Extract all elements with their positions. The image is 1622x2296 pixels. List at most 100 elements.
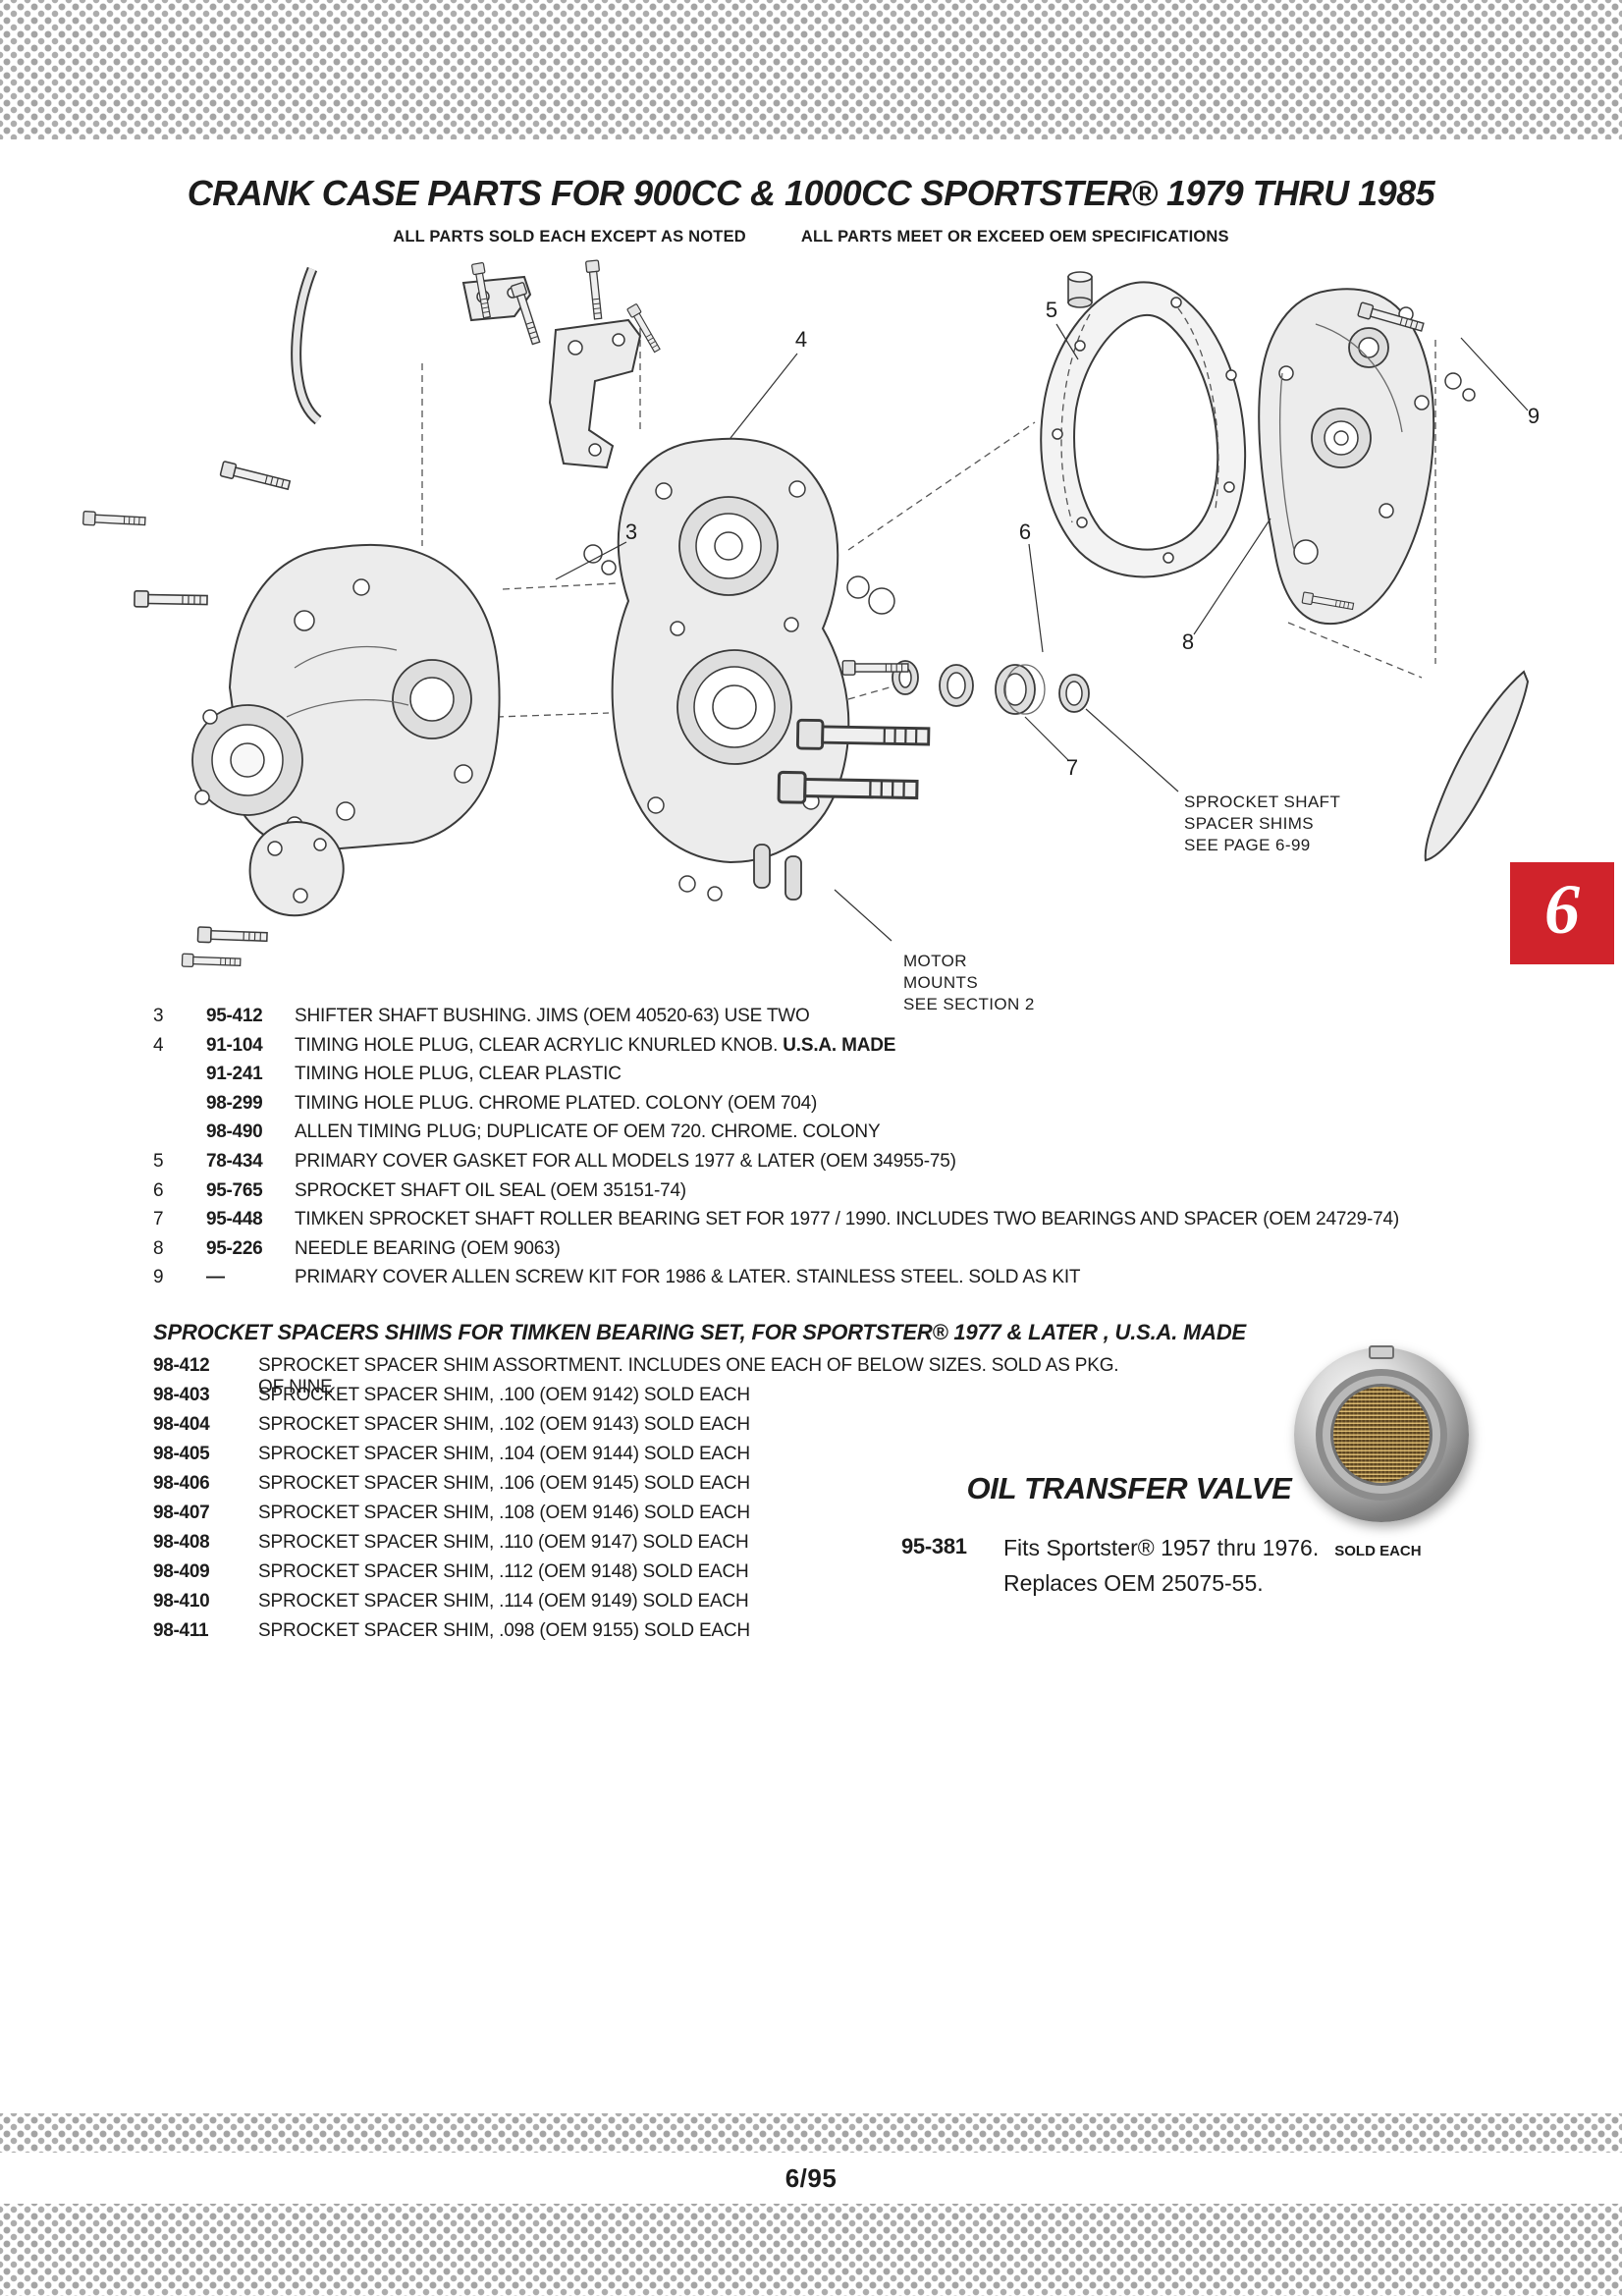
footer: 6/95 [0,2153,1622,2204]
diagram-callout: 7 [1065,755,1079,780]
part-sku: — [206,1267,225,1288]
shim-sku: 98-409 [153,1561,210,1582]
shim-row: 98-403 SPROCKET SPACER SHIM, .100 (OEM 91… [153,1385,1135,1414]
shim-description: SPROCKET SPACER SHIM, .112 (OEM 9148) SO… [258,1561,749,1582]
exploded-diagram-art: .fill { fill:#ececec; stroke:#3a3a3a; st… [81,259,1530,969]
part-description: SHIFTER SHAFT BUSHING. JIMS (OEM 40520-6… [295,1006,810,1026]
shim-row: 98-410 SPROCKET SPACER SHIM, .114 (OEM 91… [153,1591,1135,1620]
shim-description: SPROCKET SPACER SHIM, .106 (OEM 9145) SO… [258,1473,750,1494]
part-ref: 4 [153,1034,164,1056]
part-description: TIMKEN SPROCKET SHAFT ROLLER BEARING SET… [295,1209,1399,1230]
shim-list: 98-412 SPROCKET SPACER SHIM ASSORTMENT. I… [153,1355,1135,1650]
part-ref: 3 [153,1006,164,1026]
part-sku: 91-241 [206,1064,263,1085]
section-tab: 6 [1510,862,1614,964]
shim-row: 98-411 SPROCKET SPACER SHIM, .098 (OEM 91… [153,1620,1135,1650]
shim-sku: 98-408 [153,1532,210,1553]
part-description: PRIMARY COVER ALLEN SCREW KIT FOR 1986 &… [295,1267,1081,1288]
part-description-emphasis: U.S.A. MADE [783,1034,896,1056]
part-sku: 95-226 [206,1237,263,1259]
part-row: 3 95-412 SHIFTER SHAFT BUSHING. JIMS (OEM … [153,1006,1528,1035]
exploded-diagram: .fill { fill:#ececec; stroke:#3a3a3a; st… [0,255,1622,1041]
part-ref [153,1064,206,1093]
shim-row: 98-412 SPROCKET SPACER SHIM ASSORTMENT. I… [153,1355,1135,1397]
shim-sku: 98-404 [153,1414,210,1435]
shim-description: SPROCKET SPACER SHIM, .098 (OEM 9155) SO… [258,1620,750,1641]
part-ref [153,1093,206,1122]
part-sku: 95-412 [206,1006,263,1026]
shim-row: 98-405 SPROCKET SPACER SHIM, .104 (OEM 91… [153,1444,1135,1473]
oil-transfer-valve-info: 95-381 Fits Sportster® 1957 thru 1976.SO… [901,1532,1422,1600]
valve-desc-line2: Replaces OEM 25075-55. [1003,1570,1264,1596]
valve-mesh-screen [1330,1384,1433,1486]
shim-description: SPROCKET SPACER SHIM, .114 (OEM 9149) SO… [258,1591,749,1612]
diagram-callout: 8 [1181,629,1195,654]
valve-sold-each: SOLD EACH [1334,1543,1422,1559]
diagram-note-motor-mounts: MOTOR MOUNTS SEE SECTION 2 [903,951,1035,1015]
part-row: 98-490 ALLEN TIMING PLUG; DUPLICATE OF OE… [153,1121,1528,1151]
part-sku: 98-299 [206,1092,263,1114]
part-ref: 8 [153,1237,164,1259]
part-description: TIMING HOLE PLUG, CLEAR ACRYLIC KNURLED … [295,1034,896,1056]
shim-sku: 98-410 [153,1591,210,1612]
oil-transfer-valve-heading: OIL TRANSFER VALVE [966,1471,1292,1505]
subtitle-note-right: ALL PARTS MEET OR EXCEED OEM SPECIFICATI… [800,228,1229,246]
section-tab-number: 6 [1544,870,1580,949]
page-title: CRANK CASE PARTS FOR 900CC & 1000CC SPOR… [187,173,1435,213]
oil-transfer-valve-photo [1294,1345,1469,1522]
part-sku: 98-490 [206,1121,263,1143]
diagram-note-line: SPACER SHIMS [1184,814,1315,833]
shim-sku: 98-411 [153,1620,209,1641]
page-number: 6/95 [784,2162,838,2193]
part-ref: 7 [153,1209,164,1230]
shim-description: SPROCKET SPACER SHIM, .102 (OEM 9143) SO… [258,1414,750,1435]
diagram-note-line: MOTOR [903,952,967,970]
halftone-border-bottom [0,2113,1622,2296]
part-ref: 6 [153,1179,164,1201]
diagram-note-line: SEE PAGE 6-99 [1184,836,1311,854]
shim-description: SPROCKET SPACER SHIM ASSORTMENT. INCLUDE… [258,1355,1119,1397]
shim-sku: 98-403 [153,1385,210,1405]
diagram-callout: 3 [624,519,638,544]
valve-notch [1369,1345,1394,1359]
shim-description: SPROCKET SPACER SHIM, .104 (OEM 9144) SO… [258,1444,750,1464]
part-row: 9 — PRIMARY COVER ALLEN SCREW KIT FOR 1986… [153,1267,1528,1296]
shim-description: SPROCKET SPACER SHIM, .110 (OEM 9147) SO… [258,1532,749,1553]
diagram-note-line: MOUNTS [903,973,979,992]
shim-row: 98-407 SPROCKET SPACER SHIM, .108 (OEM 91… [153,1503,1135,1532]
diagram-note-line: SEE SECTION 2 [903,995,1035,1013]
part-description: PRIMARY COVER GASKET FOR ALL MODELS 1977… [295,1150,956,1172]
shim-description: SPROCKET SPACER SHIM, .108 (OEM 9146) SO… [258,1503,750,1523]
shim-section-heading: SPROCKET SPACERS SHIMS FOR TIMKEN BEARIN… [153,1320,1246,1344]
parts-list: 3 95-412 SHIFTER SHAFT BUSHING. JIMS (OEM … [153,1006,1528,1296]
shim-sku: 98-405 [153,1444,210,1464]
part-sku: 95-765 [206,1179,263,1201]
diagram-callout: 5 [1045,298,1058,322]
part-row: 7 95-448 TIMKEN SPROCKET SHAFT ROLLER BEAR… [153,1209,1528,1238]
shim-description: SPROCKET SPACER SHIM, .100 (OEM 9142) SO… [258,1385,750,1405]
part-description: ALLEN TIMING PLUG; DUPLICATE OF OEM 720.… [295,1121,881,1143]
shim-row: 98-408 SPROCKET SPACER SHIM, .110 (OEM 91… [153,1532,1135,1561]
part-sku: 91-104 [206,1034,263,1056]
part-sku: 95-448 [206,1209,263,1230]
shim-sku: 98-407 [153,1503,210,1523]
part-row: 4 91-104 TIMING HOLE PLUG, CLEAR ACRYLIC K… [153,1035,1528,1065]
page-subtitle: ALL PARTS SOLD EACH EXCEPT AS NOTED ALL … [0,228,1622,246]
part-row: 98-299 TIMING HOLE PLUG. CHROME PLATED. C… [153,1093,1528,1122]
part-ref [153,1121,206,1151]
part-description: TIMING HOLE PLUG. CHROME PLATED. COLONY … [295,1092,818,1114]
part-row: 8 95-226 NEEDLE BEARING (OEM 9063) [153,1238,1528,1268]
subtitle-note-left: ALL PARTS SOLD EACH EXCEPT AS NOTED [393,228,746,246]
valve-description: Fits Sportster® 1957 thru 1976.SOLD EACH… [1003,1532,1422,1600]
halftone-border-top [0,0,1622,139]
part-ref: 9 [153,1267,164,1288]
shim-sku: 98-412 [153,1355,210,1376]
diagram-callout: 6 [1018,519,1032,544]
part-description: NEEDLE BEARING (OEM 9063) [295,1237,561,1259]
part-sku: 78-434 [206,1150,263,1172]
